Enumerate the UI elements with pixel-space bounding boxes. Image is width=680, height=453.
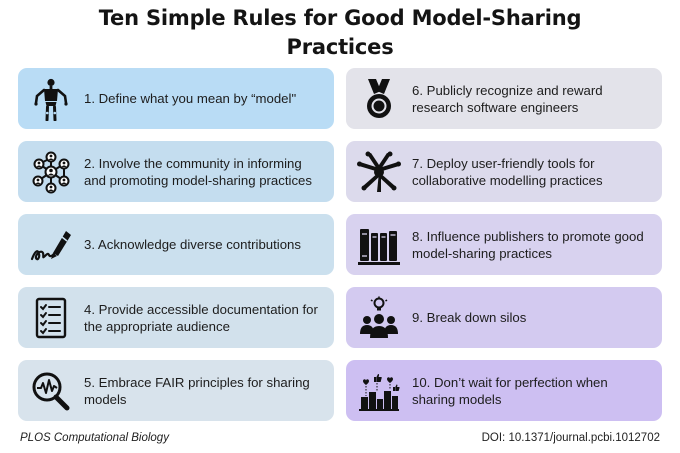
rule-card-7: 7. Deploy user-friendly tools for collab…: [346, 141, 662, 202]
magnifier-chart-icon: [18, 360, 84, 421]
books-icon: [346, 214, 412, 275]
rule-text: 6. Publicly recognize and reward researc…: [412, 82, 603, 115]
hands-together-icon: [346, 141, 412, 202]
rule-text: 3. Acknowledge diverse contributions: [84, 237, 301, 252]
rule-card-3: 3. Acknowledge diverse contributions: [18, 214, 334, 275]
rule-text: 10. Don’t wait for perfection when shari…: [412, 374, 608, 407]
rule-card-5: 5. Embrace FAIR principles for sharing m…: [18, 360, 334, 421]
mannequin-icon: [18, 68, 84, 129]
doi-text: DOI: 10.1371/journal.pcbi.1012702: [481, 432, 660, 444]
rule-card-4: 4. Provide accessible documentation for …: [18, 287, 334, 348]
rule-text: 1. Define what you mean by “model": [84, 91, 297, 106]
team-idea-icon: [346, 287, 412, 348]
rule-text: 8. Influence publishers to promote good …: [412, 228, 644, 261]
medal-icon: [346, 68, 412, 129]
city-likes-icon: [346, 360, 412, 421]
rule-card-2: 2. Involve the community in informing an…: [18, 141, 334, 202]
rules-column-right: 6. Publicly recognize and reward researc…: [346, 68, 662, 433]
rule-card-10: 10. Don’t wait for perfection when shari…: [346, 360, 662, 421]
page-title: Ten Simple Rules for Good Model-Sharing …: [0, 4, 680, 62]
title-line-2: Practices: [286, 35, 394, 59]
network-people-icon: [18, 141, 84, 202]
journal-name: PLOS Computational Biology: [20, 432, 169, 444]
rule-text: 2. Involve the community in informing an…: [84, 155, 312, 188]
signature-pen-icon: [18, 214, 84, 275]
rule-text: 4. Provide accessible documentation for …: [84, 301, 318, 334]
rule-card-6: 6. Publicly recognize and reward researc…: [346, 68, 662, 129]
rule-text: 7. Deploy user-friendly tools for collab…: [412, 155, 603, 188]
rule-card-1: 1. Define what you mean by “model": [18, 68, 334, 129]
checklist-icon: [18, 287, 84, 348]
rules-column-left: 1. Define what you mean by “model": [18, 68, 334, 433]
title-line-1: Ten Simple Rules for Good Model-Sharing: [98, 6, 582, 30]
rule-card-8: 8. Influence publishers to promote good …: [346, 214, 662, 275]
rule-card-9: 9. Break down silos: [346, 287, 662, 348]
rule-text: 9. Break down silos: [412, 310, 527, 325]
rule-text: 5. Embrace FAIR principles for sharing m…: [84, 374, 310, 407]
